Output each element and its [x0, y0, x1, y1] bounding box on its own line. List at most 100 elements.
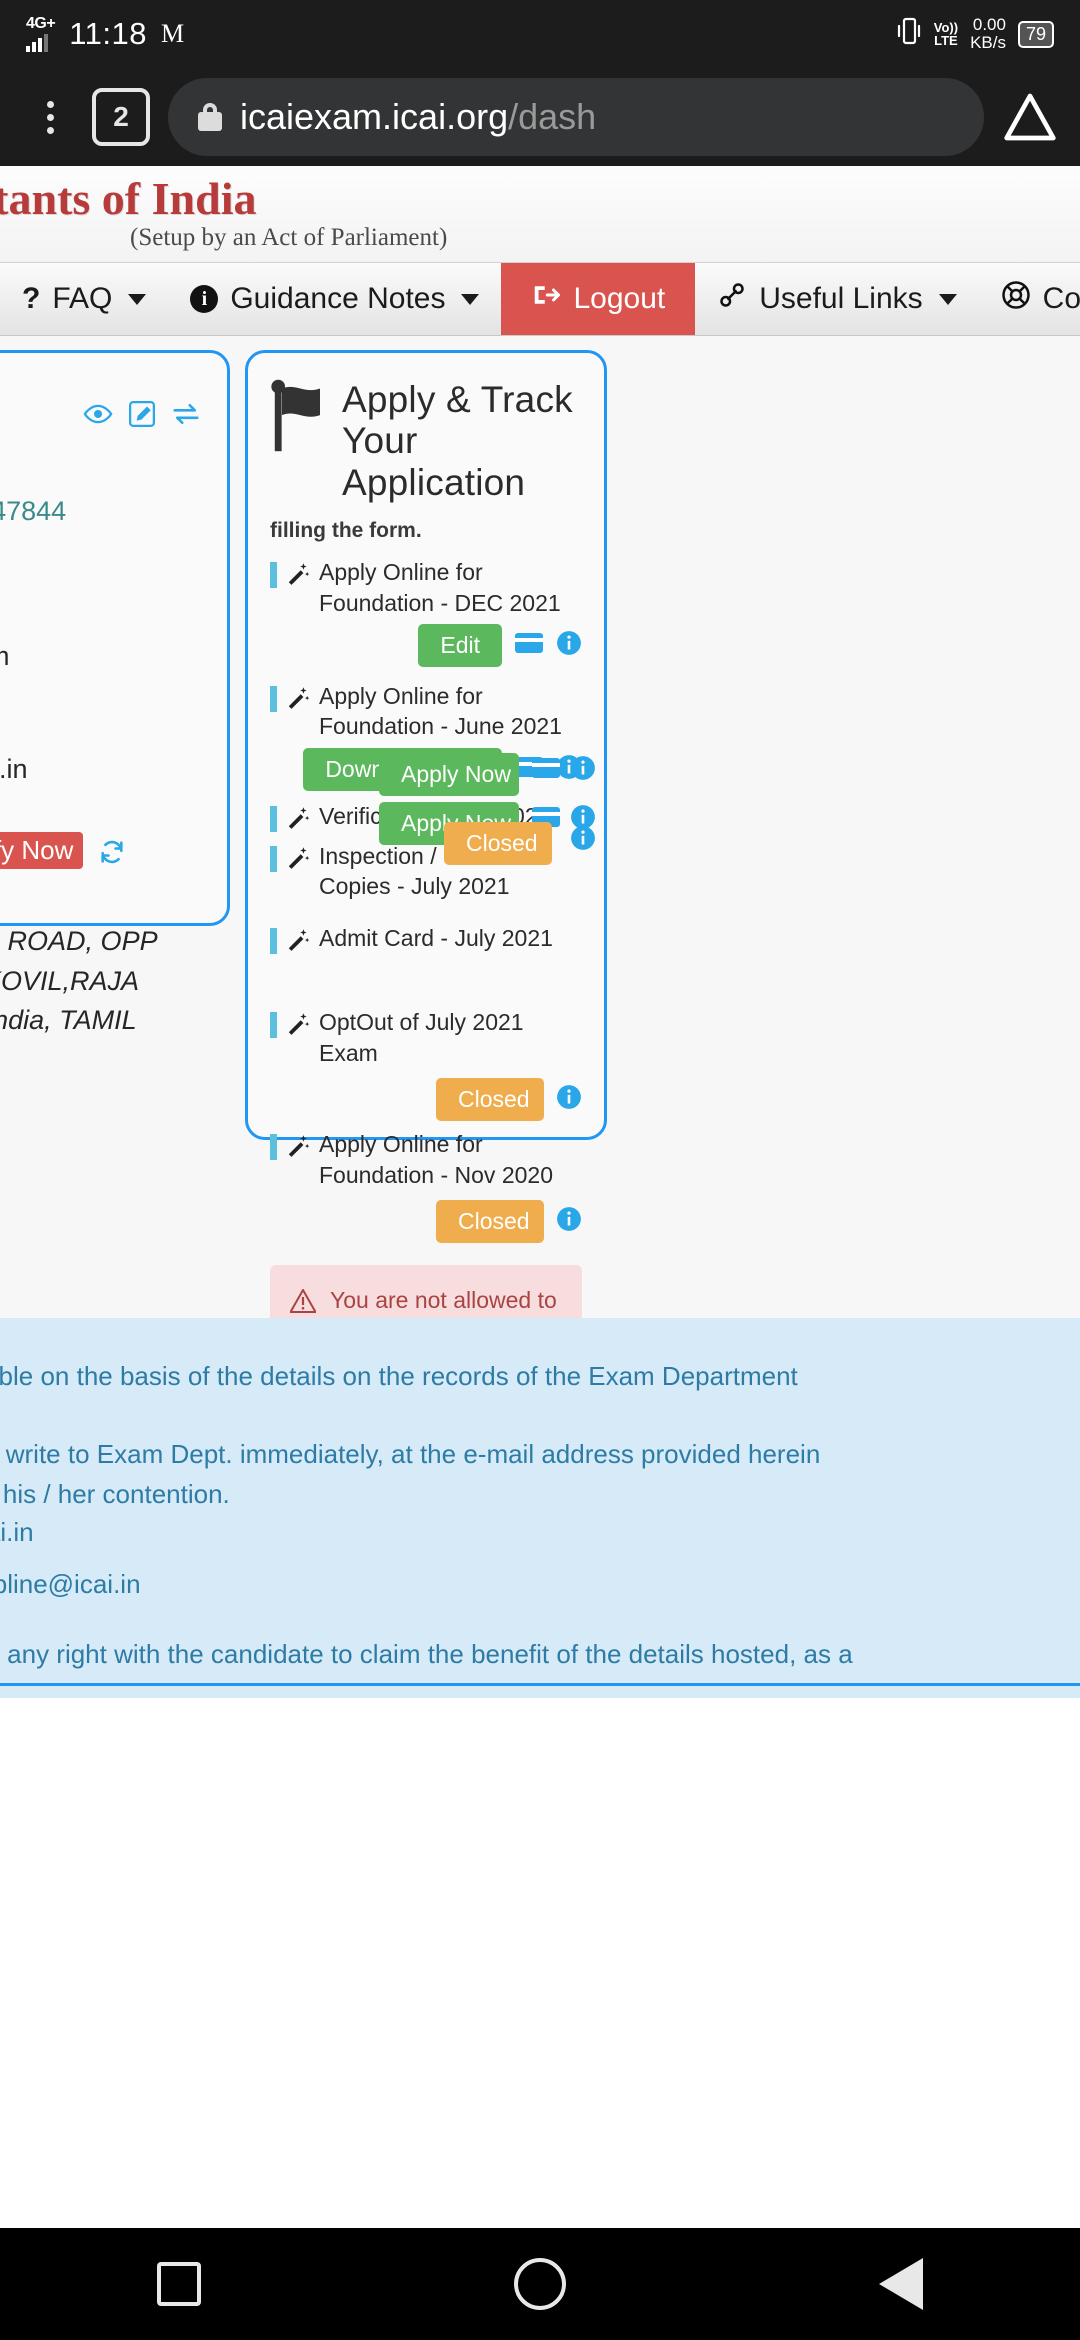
address-line: - 201, MADURAI ROAD, OPP: [0, 926, 158, 957]
disclaimer-divider: [0, 1683, 1080, 1686]
nav-item-faq[interactable]: ? FAQ: [0, 263, 168, 335]
volte-bottom-label: LTE: [934, 33, 958, 48]
alert-message: You are not allowed to proceed further.: [330, 1286, 557, 1318]
task-status-button[interactable]: Closed: [444, 822, 552, 865]
home-icon[interactable]: [1002, 89, 1058, 145]
refresh-icon[interactable]: [98, 838, 126, 871]
dashboard-body: NOTH KU on No. - SRO0747844 OUNDATION: [0, 336, 1080, 1318]
mobile-verify-badge[interactable]: Unverified - Verify Now: [0, 831, 84, 869]
info-icon[interactable]: [556, 1206, 582, 1237]
warning-icon: [288, 1285, 318, 1318]
disclaimer-line: tically vest any right with the candidat…: [0, 1639, 853, 1669]
profile-contact-label: ry Contact -: [0, 883, 201, 922]
disclaimer-email[interactable]: lpline@icai.in: [0, 1517, 34, 1547]
home-circle-icon[interactable]: [513, 2258, 566, 2310]
card-icon[interactable]: [531, 757, 561, 784]
magic-wand-icon: [285, 1129, 311, 1163]
apply-title-line2: Your Application: [342, 420, 526, 503]
status-bar: 4G+ 11:18 M Vo)) LTE 0.00 KB/s 79: [0, 0, 1080, 68]
url-path: /dash: [508, 96, 597, 137]
registration-value[interactable]: SRO0747844: [0, 496, 67, 526]
task-action-button[interactable]: Edit: [418, 624, 502, 668]
task-row: Apply Online for Foundation - Nov 2020 C…: [270, 1129, 582, 1243]
nav-label-faq: FAQ: [52, 282, 113, 315]
link-icon: [717, 280, 747, 318]
site-title: ered Accountants of India: [0, 173, 257, 224]
chevron-down-icon: [938, 293, 957, 305]
apply-card-subtitle: filling the form.: [270, 519, 422, 543]
back-triangle-icon[interactable]: [879, 2258, 924, 2310]
battery-indicator: 79: [1017, 20, 1054, 48]
task-marker-icon: [270, 1134, 277, 1161]
task-row: Admit Card - July 2021: [270, 923, 582, 957]
site-header: ered Accountants of India (Setup by an A…: [0, 166, 1080, 262]
task-marker-icon: [270, 805, 277, 832]
chevron-down-icon: [128, 293, 147, 305]
info-icon[interactable]: [570, 804, 596, 835]
nav-item-useful-links[interactable]: Useful Links: [695, 263, 978, 335]
network-signal-icon: 4G+: [26, 15, 56, 52]
gmail-icon: M: [160, 19, 185, 48]
status-bar-left: 4G+ 11:18 M: [26, 16, 184, 52]
address-line: AJAPALAYAM, India, TAMIL: [0, 1004, 137, 1035]
eye-icon[interactable]: [83, 399, 113, 434]
chevron-down-icon: [461, 293, 480, 305]
info-icon[interactable]: [570, 825, 596, 856]
profile-alt-email-value: 20bpa@kclas.ac.in: [0, 753, 28, 784]
profile-alt-email-label: ry Mail ID -: [0, 711, 201, 750]
magic-wand-icon: [285, 1007, 311, 1041]
profile-email-value: urthy@gmail.com: [0, 637, 201, 676]
disclaimer-email[interactable]: _examhelpline@icai.in: [0, 1569, 141, 1599]
network-type-label: 4G+: [26, 15, 56, 32]
web-page: ered Accountants of India (Setup by an A…: [0, 166, 1080, 1318]
profile-course: OUNDATION: [0, 531, 201, 570]
magic-wand-icon: [285, 557, 311, 591]
flag-icon: [270, 379, 332, 460]
task-action-button[interactable]: Apply Now: [379, 753, 519, 796]
task-marker-icon: [270, 686, 277, 713]
task-label: OptOut of July 2021 Exam: [319, 1009, 524, 1066]
info-icon[interactable]: [570, 755, 596, 786]
sign-out-icon: [531, 280, 561, 318]
question-icon: ?: [22, 282, 41, 315]
profile-email-label: Mail ID -: [0, 598, 201, 637]
disclaimer-section: ade available on the basis of the detail…: [0, 1318, 1080, 1698]
task-marker-icon: [270, 845, 277, 872]
nav-item-guidance-notes[interactable]: i Guidance Notes: [168, 263, 501, 335]
recents-square-icon[interactable]: [156, 2262, 201, 2306]
exchange-icon[interactable]: [171, 399, 201, 434]
card-icon[interactable]: [514, 632, 544, 659]
task-row: OptOut of July 2021 Exam Closed: [270, 1007, 582, 1122]
profile-registration: on No. - SRO0747844: [0, 492, 201, 531]
edit-icon[interactable]: [127, 399, 157, 434]
magic-wand-icon: [285, 923, 311, 957]
task-status-button[interactable]: Closed: [436, 1199, 544, 1243]
address-line: ATHY AMMAN KOVIL,RAJA: [0, 965, 140, 996]
android-navigation-bar: [0, 2228, 1080, 2340]
main-navigation: ? FAQ i Guidance Notes Logout Useful Lin…: [0, 262, 1080, 336]
status-bar-clock: 11:18: [69, 16, 147, 51]
nav-item-contact[interactable]: Cont: [979, 263, 1080, 335]
logout-button[interactable]: Logout: [501, 263, 696, 335]
lifebuoy-icon: [1001, 280, 1031, 318]
volte-icon: Vo)) LTE: [934, 21, 958, 47]
profile-mobile-label: Mobile No. - +91: [0, 789, 201, 828]
tab-switcher-button[interactable]: 2: [92, 88, 150, 146]
info-icon[interactable]: [556, 630, 582, 661]
url-host: icaiexam.icai.org: [240, 96, 509, 137]
volte-top-label: Vo)): [933, 20, 959, 35]
info-icon[interactable]: [556, 1084, 582, 1115]
task-status-button[interactable]: Closed: [436, 1078, 544, 1122]
site-subtitle: (Setup by an Act of Parliament): [130, 224, 448, 251]
nav-label-guidance-notes: Guidance Notes: [230, 282, 446, 315]
info-icon: i: [190, 285, 219, 313]
disclaimer-line: ade available on the basis of the detail…: [0, 1361, 798, 1391]
profile-action-icons: [83, 399, 201, 434]
magic-wand-icon: [285, 841, 311, 875]
task-marker-icon: [270, 1012, 277, 1039]
browser-menu-icon[interactable]: [22, 100, 78, 134]
profile-address: - 201, MADURAI ROAD, OPP ATHY AMMAN KOVI…: [0, 922, 201, 1079]
url-text: icaiexam.icai.org/dash: [240, 96, 596, 138]
address-bar[interactable]: icaiexam.icai.org/dash: [168, 78, 984, 156]
disclaimer-line: advised to write to Exam Dept. immediate…: [0, 1439, 821, 1469]
